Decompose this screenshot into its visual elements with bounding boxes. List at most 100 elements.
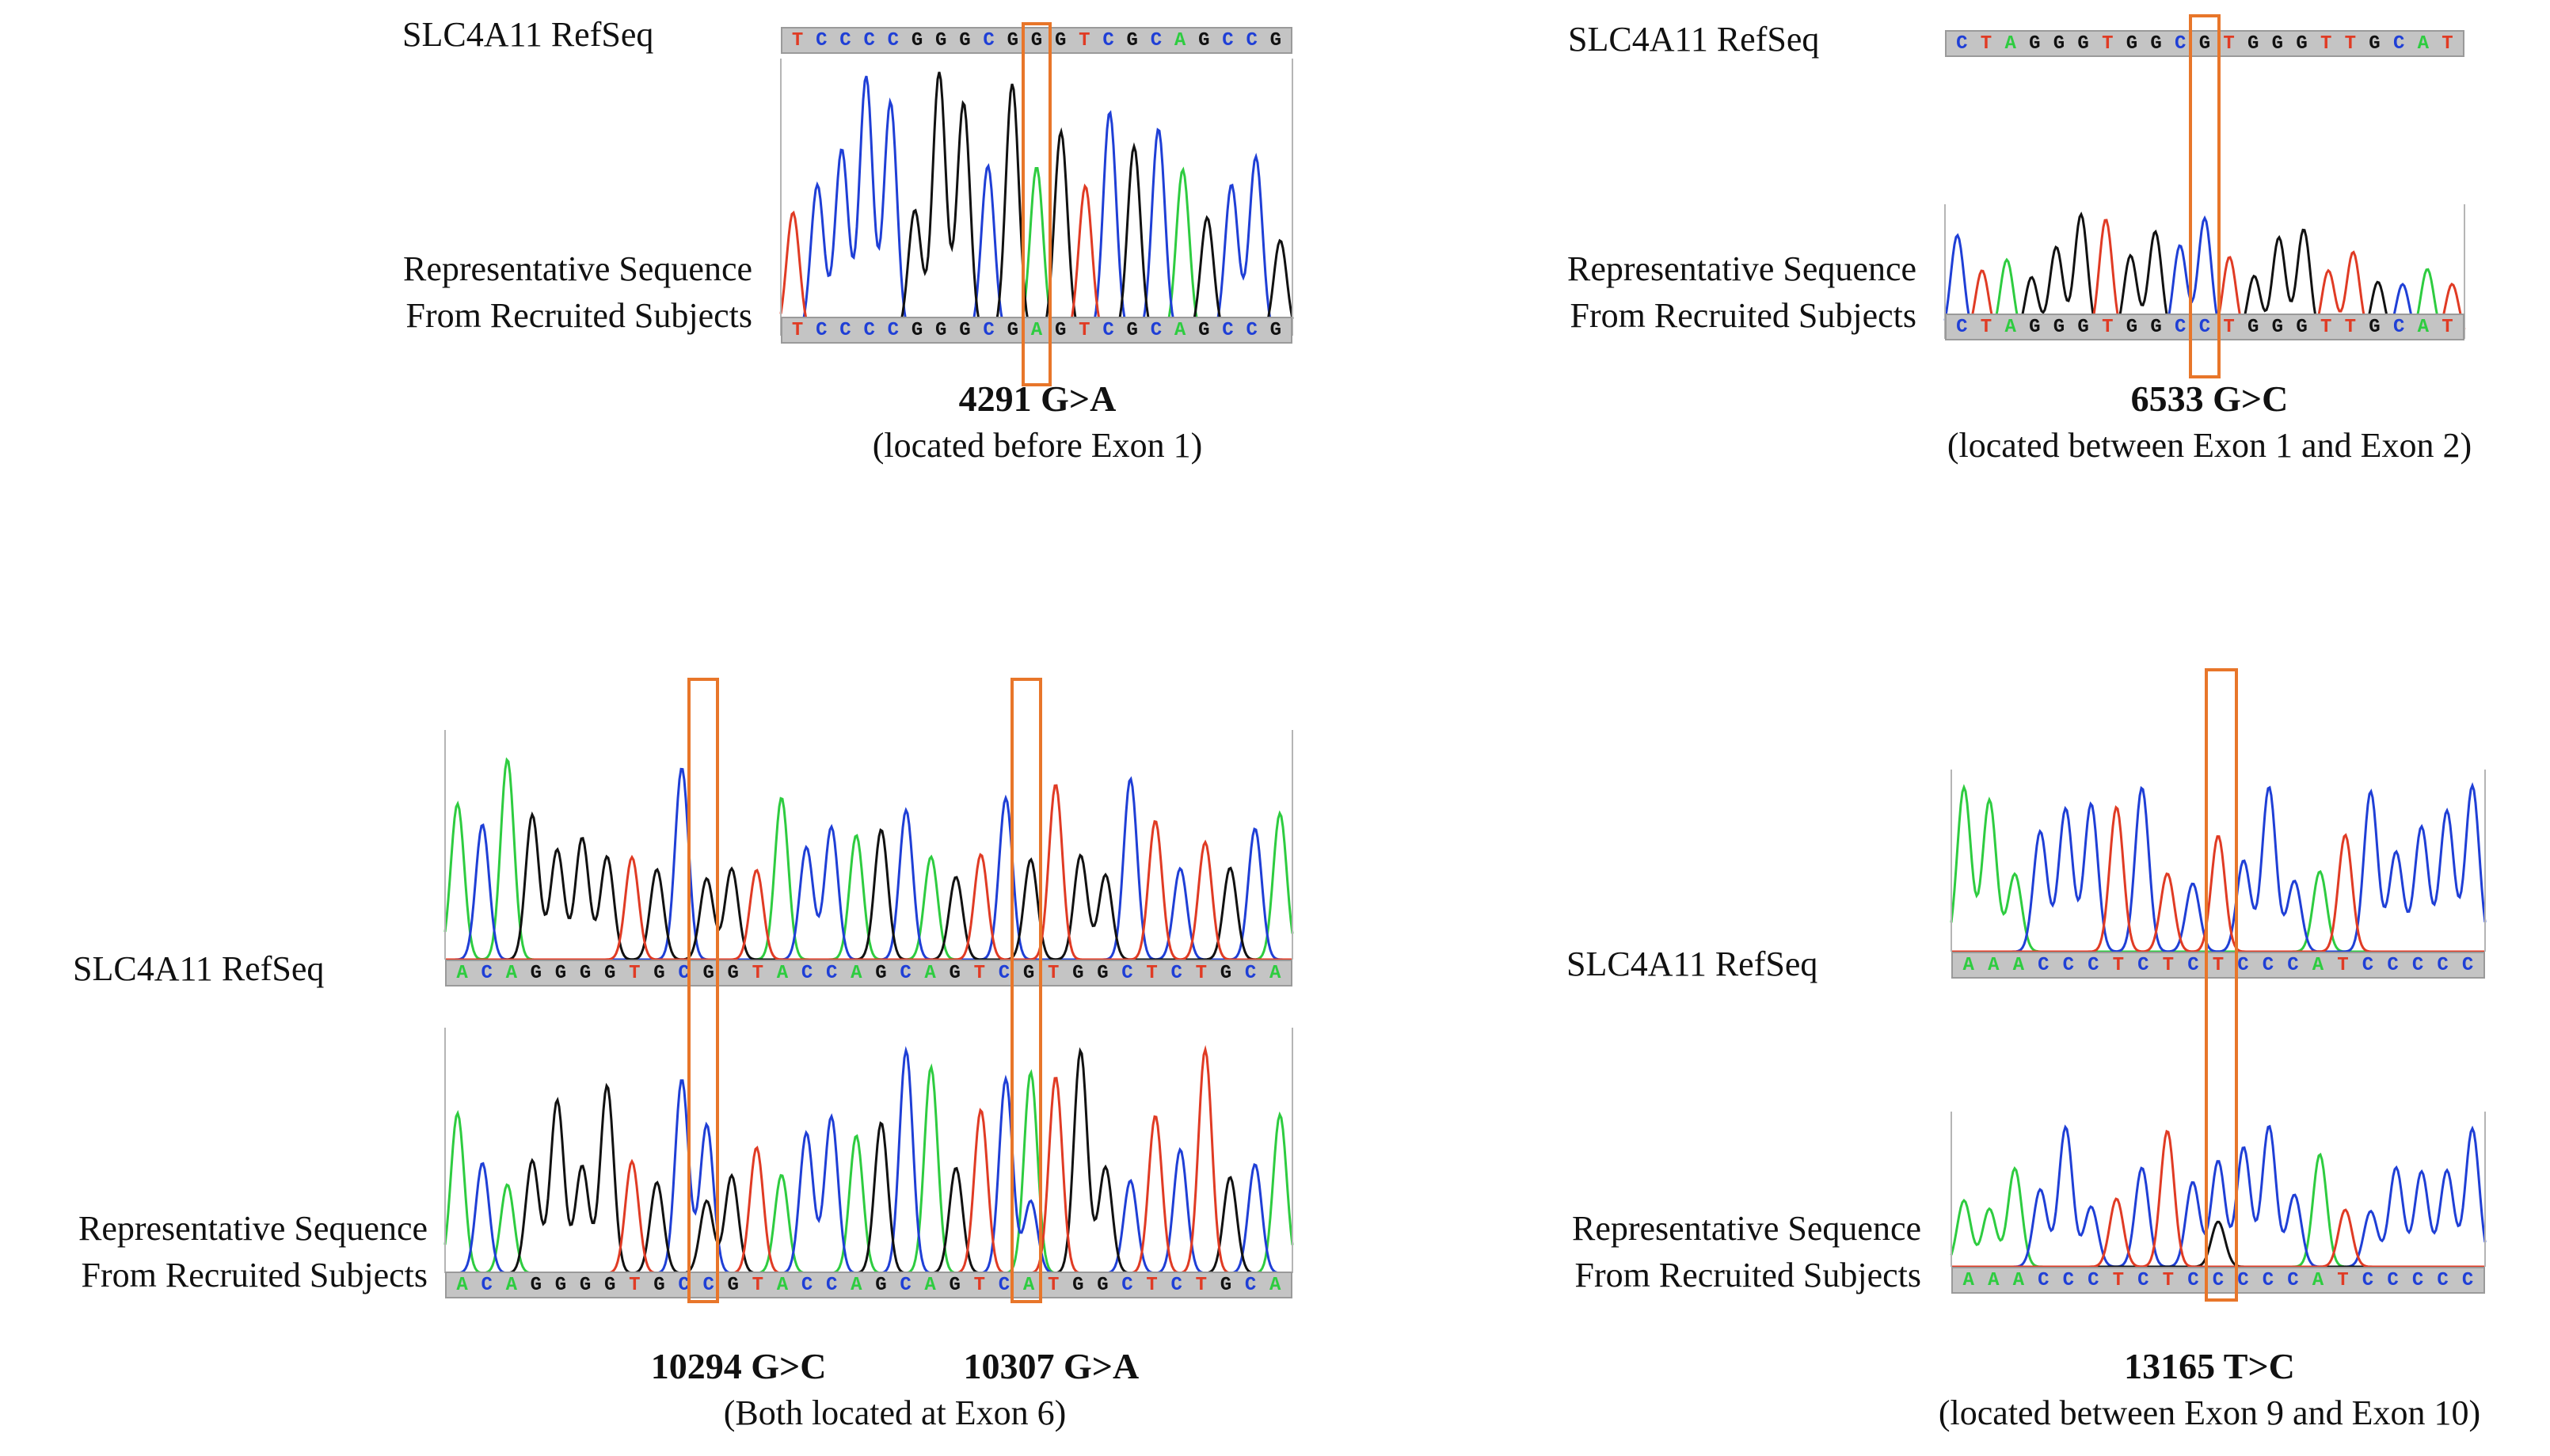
variant-highlight-box [1010,678,1042,1303]
base-call: G [959,29,971,51]
variant-label: 13165 T>C [2124,1346,2295,1386]
base-call: T [2320,32,2332,55]
base-call: T [2344,316,2357,338]
rep-seq-label-p2: Representative Sequence From Recruited S… [1513,245,1916,340]
base-call: G [1269,319,1282,341]
rep-seq-line2: From Recruited Subjects [1574,1256,1922,1295]
base-call: C [1121,962,1133,984]
base-call: A [2312,954,2324,976]
base-call: A [505,962,517,984]
base-call: C [1170,1274,1182,1296]
base-call: C [816,29,828,51]
base-call: G [2198,32,2211,55]
base-call: G [2296,32,2308,55]
base-call: C [887,319,900,341]
base-call: C [2062,1269,2075,1291]
variant-highlight-box [2205,668,2238,1302]
base-call: C [2062,954,2075,976]
base-call: G [1198,319,1210,341]
base-call: A [2417,32,2429,55]
base-call: A [1988,1269,2000,1291]
base-call: C [2187,1269,2199,1291]
base-call: T [2162,1269,2175,1291]
base-call: T [1195,1274,1208,1296]
base-call: A [924,1274,936,1296]
base-call: C [2461,1269,2474,1291]
trace-C [1951,1124,2487,1268]
base-call: T [2344,32,2357,55]
base-call: C [2137,954,2149,976]
base-call: G [911,29,923,51]
base-call: T [752,1274,764,1296]
base-call: C [863,29,875,51]
base-call: C [983,29,995,51]
base-call: G [2053,32,2065,55]
base-call: C [2362,1269,2374,1291]
base-call: A [1174,29,1186,51]
rep-seq-line1: Representative Sequence [1571,1209,1921,1248]
base-call: A [776,1274,789,1296]
base-call: A [456,1274,468,1296]
base-call: C [863,319,875,341]
base-call: T [752,962,764,984]
base-call: C [2088,1269,2099,1291]
base-call: T [1047,1274,1060,1296]
rep-seq-line2: From Recruited Subjects [81,1256,428,1295]
base-call: G [2126,316,2138,338]
base-call: T [2223,316,2235,338]
base-call: G [2296,316,2308,338]
base-call: T [2337,1269,2349,1291]
base-call: C [2088,954,2099,976]
base-call: C [1170,962,1182,984]
base-call: G [1126,29,1138,51]
base-call: T [2102,316,2114,338]
base-call: G [1269,29,1282,51]
location-label: (Both located at Exon 6) [723,1393,1067,1432]
base-call: C [678,962,690,984]
base-call: T [2112,954,2125,976]
base-call: C [2038,1269,2050,1291]
base-call: C [900,962,912,984]
rep-seq-line1: Representative Sequence [1566,249,1916,288]
base-call: G [530,962,542,984]
base-call: G [2029,32,2041,55]
variant-label: 10294 G>C [650,1346,827,1386]
base-call: A [851,962,862,984]
base-call: C [2287,1269,2299,1291]
base-call: T [2223,32,2235,55]
base-call: A [1269,1274,1281,1296]
base-call: T [2212,954,2225,976]
base-call: C [2175,316,2187,338]
base-call: G [2077,316,2089,338]
base-call: T [2102,32,2114,55]
base-call: C [887,29,900,51]
base-call: T [2112,1269,2125,1291]
base-call: A [456,962,468,984]
base-call: G [949,962,961,984]
variant-caption-p3: 10294 G>C 10307 G>A (Both located at Exo… [554,1343,1235,1435]
base-call: G [2150,32,2162,55]
base-call: T [1980,32,1992,55]
base-call: T [2337,954,2349,976]
base-call: G [2369,316,2381,338]
base-call: G [702,962,714,984]
rep-seq-label-p1: Representative Sequence From Recruited S… [348,245,752,340]
variant-caption-p1: 4291 G>A (located before Exon 1) [800,375,1275,468]
rep-seq-line1: Representative Sequence [78,1209,428,1248]
base-call: G [2271,316,2284,338]
base-call: G [1054,319,1067,341]
variant-label-2: 10307 G>A [963,1346,1140,1386]
chromatogram-trace [443,1028,1294,1275]
rep-seq-label-p3: Representative Sequence From Recruited S… [0,1205,428,1299]
base-call: G [727,1274,739,1296]
base-call: C [2411,1269,2424,1291]
base-call: G [727,962,739,984]
base-call: C [2198,316,2211,338]
base-call: C [1121,1274,1133,1296]
base-call: T [1146,1274,1158,1296]
